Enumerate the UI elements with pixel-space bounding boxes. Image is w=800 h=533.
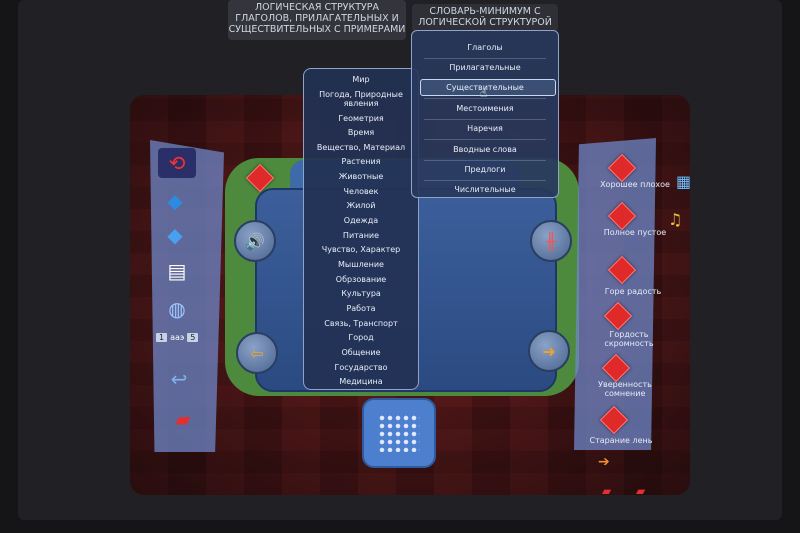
speaker-button[interactable]: 🔊 bbox=[234, 220, 276, 262]
counter-from[interactable]: 1 bbox=[156, 333, 168, 342]
right-label-1: Хорошее плохое bbox=[600, 180, 670, 189]
tool-cube-button[interactable]: ◆ bbox=[160, 220, 190, 250]
right-label-5: Уверенность сомнение bbox=[598, 380, 652, 398]
category-item[interactable]: Человек bbox=[343, 187, 379, 196]
category-list[interactable]: Мир Погода, Природные явления Геометрия … bbox=[303, 68, 419, 390]
back-button[interactable]: ⟲ bbox=[158, 148, 196, 178]
dictionary-item[interactable]: Прилагательные bbox=[449, 63, 521, 72]
selected-highlight bbox=[420, 79, 556, 96]
back-arrow-icon: ⟲ bbox=[168, 151, 186, 175]
globe-icon: ◍ bbox=[168, 297, 186, 321]
right-arrow-icon: ➜ bbox=[542, 341, 556, 361]
separator bbox=[424, 139, 546, 140]
left-toolbar bbox=[150, 140, 224, 452]
cube-icon: ◆ bbox=[167, 223, 183, 247]
dictionary-item[interactable]: Вводные слова bbox=[453, 145, 517, 154]
red-book-icon: ▰ bbox=[175, 407, 191, 431]
right-label-3: Горе радость bbox=[604, 287, 662, 296]
tool-arrow-button[interactable]: ↩ bbox=[164, 364, 194, 394]
right-label-2: Полное пустое bbox=[603, 228, 667, 237]
sound-wave-icon: ╫ bbox=[546, 231, 556, 251]
sound-wave-button[interactable]: ╫ bbox=[530, 220, 572, 262]
speaker-icon: 🔊 bbox=[245, 231, 265, 251]
side-folder-icon[interactable]: ▦ bbox=[676, 172, 692, 191]
page-counter[interactable]: 1 ааэ 5 bbox=[156, 333, 199, 342]
keypad-button[interactable] bbox=[362, 398, 436, 468]
separator bbox=[424, 160, 546, 161]
header-right-title: СЛОВАРЬ-МИНИМУМ С ЛОГИЧЕСКОЙ СТРУКТУРОЙ bbox=[412, 4, 558, 32]
header-left-title: ЛОГИЧЕСКАЯ СТРУКТУРА ГЛАГОЛОВ, ПРИЛАГАТЕ… bbox=[228, 0, 406, 40]
right-label-6: Старание лень bbox=[589, 436, 653, 445]
category-item[interactable]: Государство bbox=[334, 363, 388, 372]
category-item[interactable]: Культура bbox=[341, 289, 381, 298]
next-button[interactable]: ➜ bbox=[528, 330, 570, 372]
right-label-4: Гордость скромность bbox=[604, 330, 654, 348]
dictionary-item-selected[interactable]: Существительные bbox=[446, 83, 524, 92]
red-folder-icon-1[interactable]: ▰ bbox=[602, 484, 612, 498]
dictionary-list[interactable]: Глаголы Прилагательные Существительные М… bbox=[411, 30, 559, 198]
hand-cursor-icon: ☝ bbox=[480, 86, 488, 100]
separator bbox=[424, 98, 546, 99]
return-arrow-icon: ↩ bbox=[170, 367, 188, 391]
category-item[interactable]: Одежда bbox=[343, 216, 379, 225]
tool-book-button[interactable]: ◆ bbox=[160, 186, 190, 216]
music-note-icon[interactable]: ♫ bbox=[668, 210, 683, 229]
separator bbox=[424, 180, 546, 181]
category-item[interactable]: Погода, Природные явления bbox=[319, 90, 403, 108]
category-item[interactable]: Работа bbox=[346, 304, 376, 313]
keypad-icon bbox=[378, 414, 420, 452]
category-item[interactable]: Мир bbox=[352, 75, 370, 84]
right-toolbar bbox=[574, 138, 656, 450]
separator bbox=[424, 119, 546, 120]
dictionary-item[interactable]: Местоимения bbox=[456, 104, 514, 113]
separator bbox=[424, 58, 546, 59]
category-item[interactable]: Чувство, Характер bbox=[321, 245, 401, 254]
category-item[interactable]: Время bbox=[347, 128, 375, 137]
category-item[interactable]: Общение bbox=[341, 348, 381, 357]
category-item[interactable]: Обрзование bbox=[335, 275, 387, 284]
category-item[interactable]: Геометрия bbox=[338, 114, 384, 123]
tool-globe-button[interactable]: ◍ bbox=[162, 294, 192, 324]
counter-to[interactable]: 5 bbox=[187, 333, 199, 342]
prev-button[interactable]: ⇦ bbox=[236, 332, 278, 374]
category-item[interactable]: Животные bbox=[338, 172, 384, 181]
left-arrow-icon: ⇦ bbox=[250, 343, 264, 363]
category-item[interactable]: Связь, Транспорт bbox=[324, 319, 398, 328]
category-item[interactable]: Город bbox=[348, 333, 374, 342]
chart-icon: ▤ bbox=[167, 259, 187, 283]
dictionary-item[interactable]: Глаголы bbox=[467, 43, 503, 52]
category-item[interactable]: Растения bbox=[341, 157, 381, 166]
dictionary-item[interactable]: Предлоги bbox=[464, 165, 506, 174]
category-item[interactable]: Вещество, Материал bbox=[316, 143, 406, 152]
category-item[interactable]: Мышление bbox=[338, 260, 384, 269]
pointing-hand-icon[interactable]: ➔ bbox=[598, 454, 610, 470]
counter-separator: ааэ bbox=[170, 333, 185, 342]
book-icon: ◆ bbox=[167, 189, 183, 213]
category-item[interactable]: Питание bbox=[342, 231, 380, 240]
category-item[interactable]: Жилой bbox=[346, 201, 376, 210]
dictionary-item[interactable]: Числительные bbox=[454, 185, 516, 194]
tool-red-book-button[interactable]: ▰ bbox=[168, 404, 198, 434]
tool-chart-button[interactable]: ▤ bbox=[162, 256, 192, 286]
category-item[interactable]: Медицина bbox=[339, 377, 383, 386]
dictionary-item[interactable]: Наречия bbox=[467, 124, 503, 133]
red-folder-icon-2[interactable]: ▰ bbox=[636, 484, 646, 498]
